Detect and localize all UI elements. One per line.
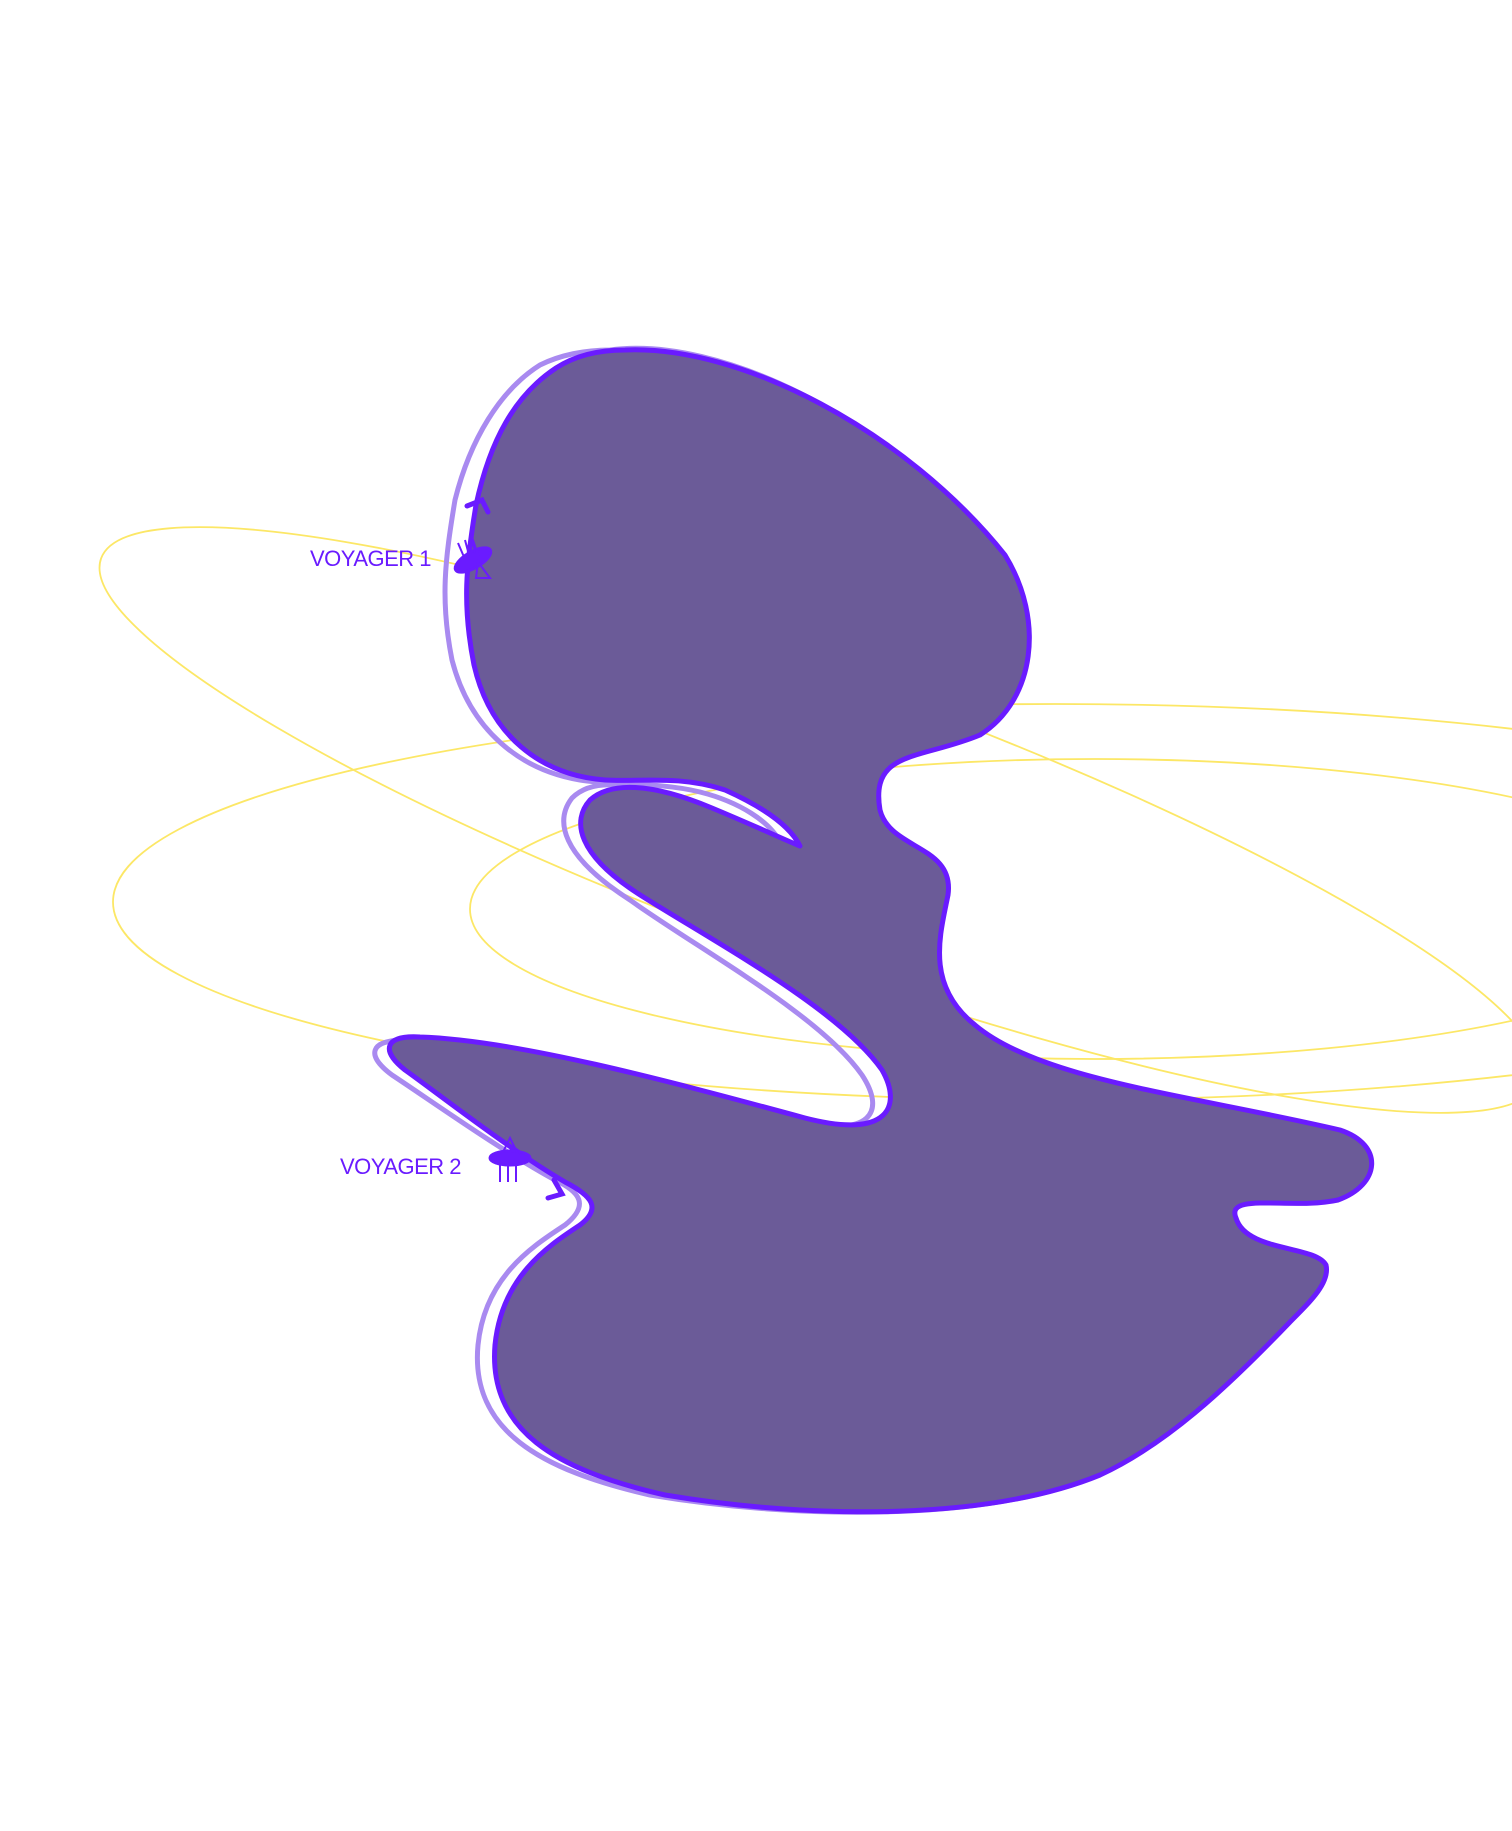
orbit-ellipse-inner xyxy=(469,758,1512,1060)
voyager1-label: VOYAGER 1 xyxy=(310,546,431,571)
voyager1-marker: VOYAGER 1 xyxy=(310,496,493,579)
direction-arrow-icon xyxy=(545,1177,566,1201)
spacecraft-icon xyxy=(453,536,493,579)
spacecraft-icon xyxy=(488,1135,532,1182)
direction-arrow-icon xyxy=(464,496,491,515)
voyager2-marker: VOYAGER 2 xyxy=(340,1135,566,1201)
voyager2-label: VOYAGER 2 xyxy=(340,1154,461,1179)
blob-shape xyxy=(386,347,1375,1515)
